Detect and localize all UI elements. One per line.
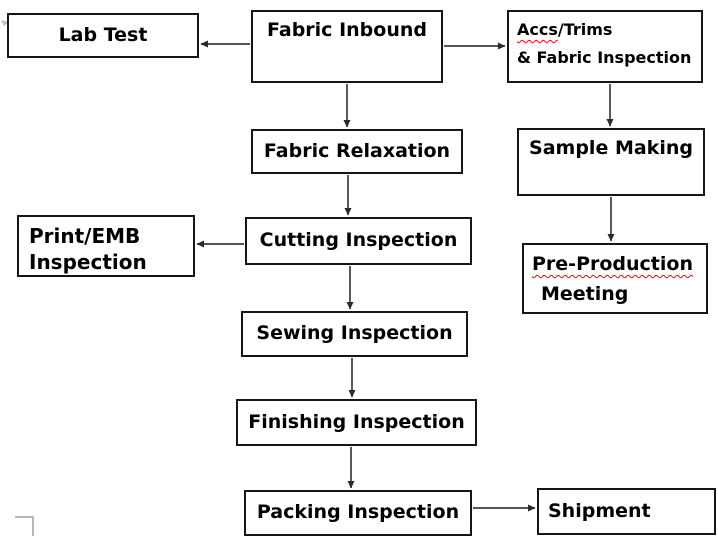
node-shipment: Shipment — [537, 488, 716, 535]
node-print-emb-line2: Inspection — [29, 250, 147, 274]
node-sewing-inspection-label: Sewing Inspection — [256, 322, 453, 345]
node-shipment-label: Shipment — [548, 499, 651, 522]
node-accs-trims-line1: Accs/Trims — [517, 16, 693, 44]
page-corner-mark — [15, 516, 34, 536]
node-fabric-inbound: Fabric Inbound — [251, 10, 443, 83]
node-print-emb-line1: Print/EMB — [29, 224, 141, 248]
node-lab-test-label: Lab Test — [58, 23, 148, 46]
node-accs-trims-line1-rest: /Trims — [557, 20, 613, 39]
node-cutting-inspection: Cutting Inspection — [245, 217, 472, 265]
node-pre-production-meeting: Pre-Production Meeting — [522, 243, 708, 314]
node-accs-trims-line2: & Fabric Inspection — [517, 48, 692, 67]
node-accs-trims: Accs/Trims & Fabric Inspection — [507, 10, 703, 83]
node-sample-making-label: Sample Making — [529, 137, 693, 159]
node-fabric-inbound-label: Fabric Inbound — [267, 19, 427, 41]
node-fabric-relaxation-label: Fabric Relaxation — [263, 139, 451, 162]
node-finishing-inspection-label: Finishing Inspection — [248, 410, 465, 433]
node-print-emb-inspection: Print/EMB Inspection — [17, 215, 195, 277]
node-lab-test: Lab Test — [7, 13, 199, 58]
node-finishing-inspection: Finishing Inspection — [236, 399, 477, 446]
node-pre-production-line1: Pre-Production — [532, 253, 693, 275]
node-pre-production-line2: Meeting — [541, 283, 629, 305]
node-sewing-inspection: Sewing Inspection — [241, 311, 468, 357]
node-cutting-inspection-label: Cutting Inspection — [259, 229, 458, 252]
node-fabric-relaxation: Fabric Relaxation — [251, 129, 463, 174]
node-sample-making: Sample Making — [517, 128, 705, 196]
node-packing-inspection-label: Packing Inspection — [256, 501, 460, 524]
misspelled-word: Accs — [517, 20, 558, 39]
node-packing-inspection: Packing Inspection — [244, 490, 472, 536]
